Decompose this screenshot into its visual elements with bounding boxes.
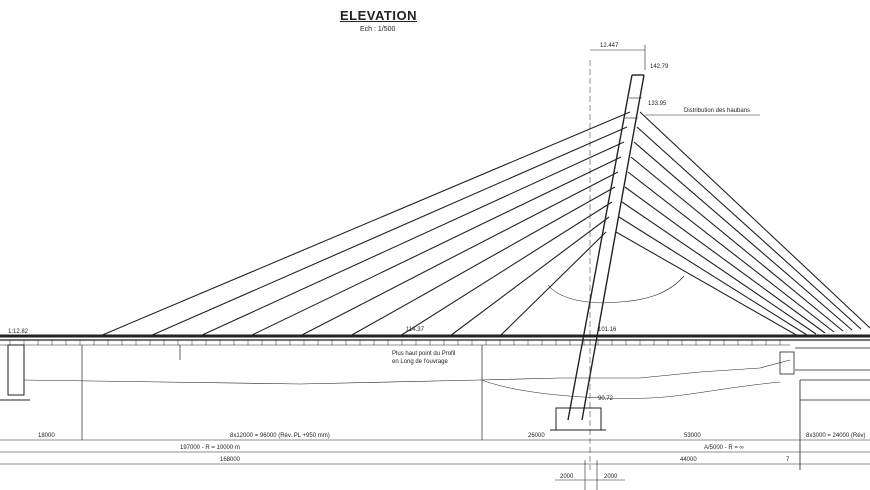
dim-row4-b: 2000 xyxy=(604,474,618,480)
cable-distribution-note: Distribution des haubans xyxy=(684,108,751,114)
left-stay-cables xyxy=(99,111,631,337)
drawing-scale: Ech : 1/500 xyxy=(360,26,396,33)
left-end-level: 1:12.82 xyxy=(8,329,29,335)
dim-row3-a: 168000 xyxy=(220,457,241,463)
profile-note-line-2: en Long de l'ouvrage xyxy=(392,359,448,365)
dim-row1-a: 18000 xyxy=(38,433,55,439)
profile-note-line-1: Plus haut point du Profil xyxy=(392,351,456,357)
pylon xyxy=(567,74,645,421)
stay-cable xyxy=(639,111,870,329)
dim-row1-b: 8x12000 = 96000 (Rév. PL +950 mm) xyxy=(230,433,330,439)
dim-row3-b: 44000 xyxy=(680,457,697,463)
stay-cable xyxy=(299,171,619,337)
right-stay-cables xyxy=(615,111,870,337)
stay-cable xyxy=(615,231,799,337)
span-verticals xyxy=(81,60,591,470)
stay-cable xyxy=(199,141,625,337)
stay-cable xyxy=(624,186,826,334)
right-abutment xyxy=(779,347,870,470)
left-pier xyxy=(0,344,30,401)
stay-cable xyxy=(618,216,808,336)
pylon-top-level-a: 142.79 xyxy=(650,64,669,70)
dim-row3-c: 7 xyxy=(786,457,790,463)
bridge-deck xyxy=(0,334,870,346)
stay-cable xyxy=(349,186,616,337)
dim-row2-a: 197000 - R = 10000 m xyxy=(180,445,240,451)
dim-row1-e: 8x3000 = 24000 (Rév) xyxy=(806,433,866,439)
stay-cable xyxy=(630,156,844,332)
stay-cable xyxy=(249,156,622,337)
drawing-title: ELEVATION xyxy=(340,8,417,23)
stay-cable xyxy=(449,216,610,337)
cable-angle-arc xyxy=(547,275,685,304)
pylon-top-level-b: 133.95 xyxy=(648,101,667,107)
stay-cable xyxy=(499,231,607,337)
dimension-lines xyxy=(0,45,870,490)
dim-row2-b: A/5000 - R = ∞ xyxy=(704,445,744,451)
dim-row1-c: 26000 xyxy=(528,433,545,439)
pylon-foundation xyxy=(550,407,606,431)
dim-row1-d: 53000 xyxy=(684,433,701,439)
stay-cable xyxy=(99,111,631,337)
stay-cable xyxy=(621,201,817,335)
dim-row4-a: 2000 xyxy=(560,474,574,480)
stay-cable xyxy=(633,141,853,331)
stay-cable xyxy=(636,126,862,330)
foot-level: 90.72 xyxy=(598,396,614,402)
pylon-base-level: 101.16 xyxy=(598,327,617,333)
pylon-width-dimension: 12.447 xyxy=(600,43,619,49)
stay-cable xyxy=(149,126,628,337)
stay-cable xyxy=(627,171,835,333)
deck-level: 114.37 xyxy=(406,327,424,333)
ground-profile xyxy=(23,359,791,399)
stay-cable xyxy=(399,201,613,337)
